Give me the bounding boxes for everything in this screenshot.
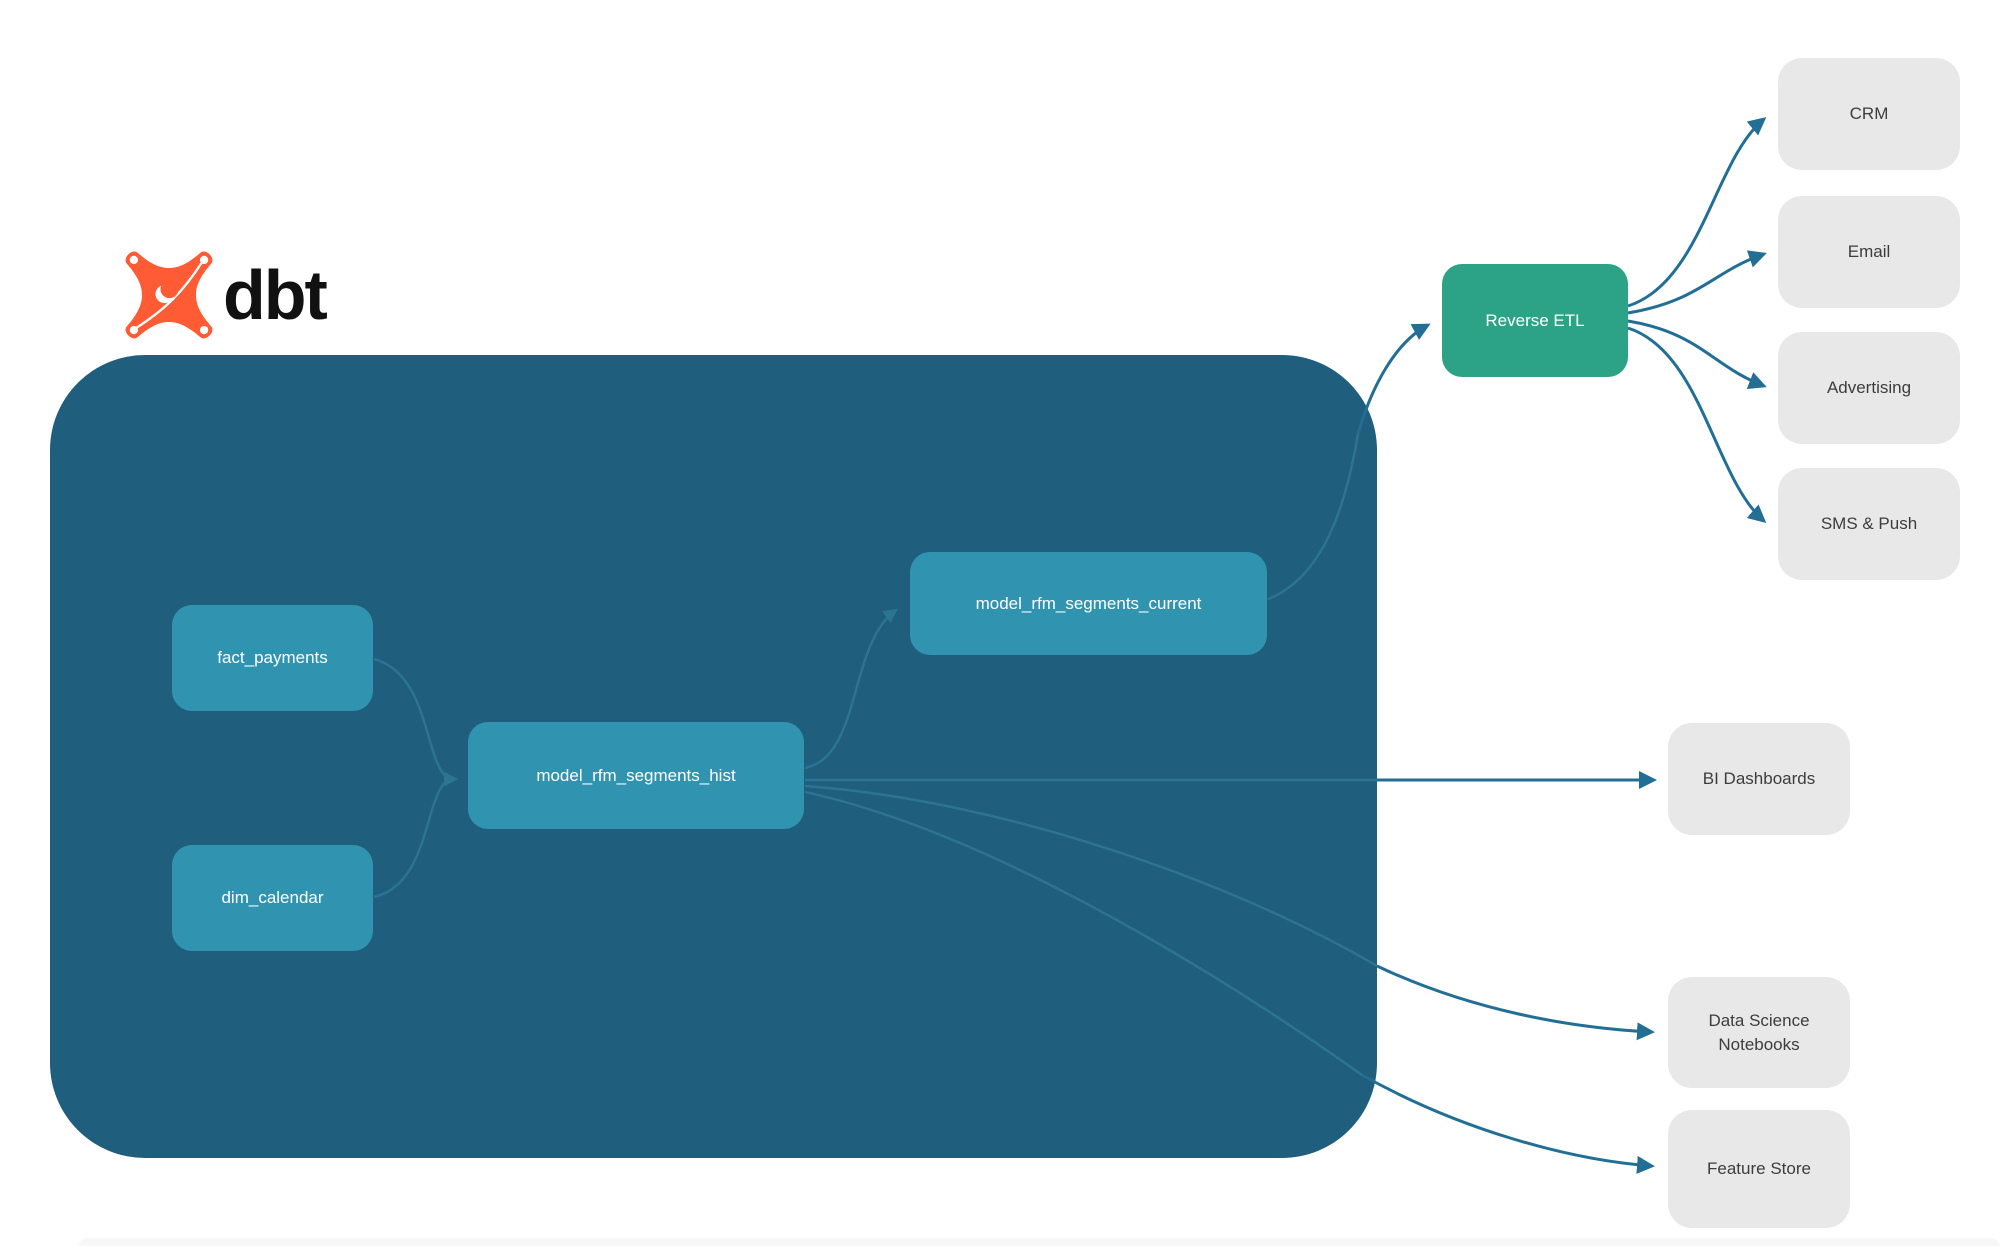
node-model-rfm-segments-hist: model_rfm_segments_hist xyxy=(468,722,804,829)
dbt-logo: dbt xyxy=(123,250,328,340)
edge-current-to-reverseetl-outside xyxy=(1356,323,1431,435)
node-label: BI Dashboards xyxy=(1702,769,1816,789)
node-label: SMS & Push xyxy=(1820,514,1918,534)
node-label: Email xyxy=(1847,242,1891,262)
bottom-cutoff-panel xyxy=(78,1238,2000,1246)
node-label: dim_calendar xyxy=(221,888,324,908)
node-bi-dashboards: BI Dashboards xyxy=(1668,723,1850,835)
node-label: Reverse ETL xyxy=(1485,310,1585,330)
edge-hist-to-notebooks-outside xyxy=(1376,964,1655,1041)
node-dim-calendar: dim_calendar xyxy=(172,845,373,951)
node-label: Feature Store xyxy=(1707,1159,1811,1179)
edge-hist-to-notebooks-inside xyxy=(804,784,1378,968)
node-label: fact_payments xyxy=(217,648,328,668)
node-fact-payments: fact_payments xyxy=(172,605,373,711)
edge-reverseetl-to-email xyxy=(1627,250,1767,315)
node-reverse-etl: Reverse ETL xyxy=(1442,264,1628,377)
node-feature-store: Feature Store xyxy=(1668,1110,1850,1228)
node-crm: CRM xyxy=(1778,58,1960,170)
edge-fact-payments-to-hist xyxy=(373,657,449,779)
node-label: Advertising xyxy=(1826,378,1912,398)
node-advertising: Advertising xyxy=(1778,332,1960,444)
edge-reverseetl-to-crm xyxy=(1627,117,1767,308)
node-data-science-notebooks: Data Science Notebooks xyxy=(1668,977,1850,1088)
dbt-logo-icon xyxy=(125,251,213,339)
node-model-rfm-segments-current: model_rfm_segments_current xyxy=(910,552,1267,655)
edge-hist-to-featurestore-outside xyxy=(1361,1073,1655,1174)
node-sms-push: SMS & Push xyxy=(1778,468,1960,580)
edge-reverseetl-to-advertising xyxy=(1627,319,1767,390)
edge-hist-to-featurestore-inside xyxy=(804,790,1363,1076)
dbt-wordmark: dbt xyxy=(223,256,328,334)
edge-hist-to-current xyxy=(804,608,898,770)
edge-dim-calendar-to-hist xyxy=(373,779,449,899)
node-label: model_rfm_segments_hist xyxy=(536,765,736,785)
node-label: CRM xyxy=(1849,104,1889,124)
edge-reverseetl-to-smspush xyxy=(1627,326,1767,523)
edge-current-to-reverseetl-inside xyxy=(1267,433,1360,601)
node-label: model_rfm_segments_current xyxy=(975,593,1202,613)
node-label: Data Science Notebooks xyxy=(1708,1010,1810,1054)
node-email: Email xyxy=(1778,196,1960,308)
